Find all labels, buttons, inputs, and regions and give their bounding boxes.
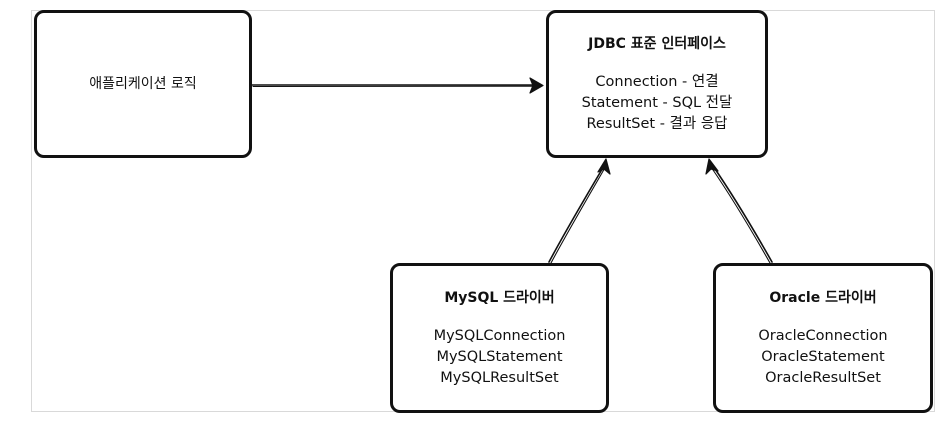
mysql-driver-title: MySQL 드라이버 bbox=[444, 289, 555, 306]
oracle-connection-line: OracleConnection bbox=[758, 327, 888, 344]
oracle-resultset-line: OracleResultSet bbox=[765, 369, 881, 386]
jdbc-statement-line: Statement - SQL 전달 bbox=[581, 94, 733, 111]
jdbc-interface-box: JDBC 표준 인터페이스 Connection - 연결 Statement … bbox=[546, 10, 768, 158]
application-logic-box: 애플리케이션 로직 bbox=[34, 10, 252, 158]
jdbc-resultset-line: ResultSet - 결과 응답 bbox=[586, 115, 728, 132]
mysql-connection-line: MySQLConnection bbox=[433, 327, 566, 344]
application-logic-label: 애플리케이션 로직 bbox=[89, 75, 197, 92]
mysql-statement-line: MySQLStatement bbox=[436, 348, 563, 365]
mysql-resultset-line: MySQLResultSet bbox=[440, 369, 559, 386]
mysql-driver-box: MySQL 드라이버 MySQLConnection MySQLStatemen… bbox=[390, 263, 609, 413]
oracle-driver-title: Oracle 드라이버 bbox=[769, 289, 877, 306]
jdbc-connection-line: Connection - 연결 bbox=[595, 73, 719, 90]
oracle-driver-box: Oracle 드라이버 OracleConnection OracleState… bbox=[713, 263, 933, 413]
oracle-statement-line: OracleStatement bbox=[761, 348, 885, 365]
jdbc-interface-title: JDBC 표준 인터페이스 bbox=[588, 35, 726, 52]
